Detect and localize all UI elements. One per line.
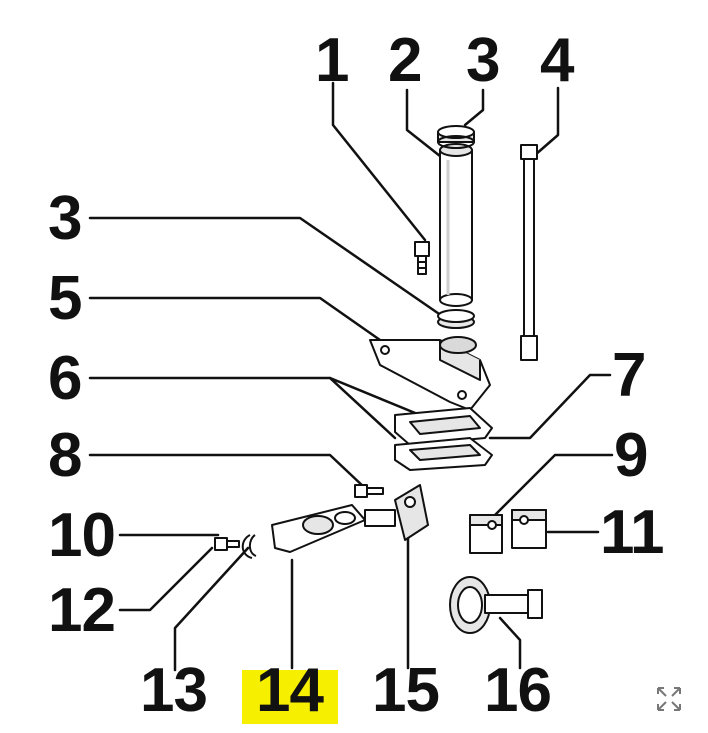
callout-1: 1 bbox=[315, 26, 349, 95]
leader-line-4 bbox=[533, 86, 560, 157]
callout-7: 7 bbox=[612, 341, 646, 410]
part-5-bracket bbox=[369, 336, 491, 411]
callout-4: 4 bbox=[540, 26, 574, 95]
callout-16: 16 bbox=[484, 656, 552, 725]
leader-line-12 bbox=[118, 546, 214, 612]
callout-12: 12 bbox=[48, 576, 116, 645]
leader-line-13 bbox=[173, 546, 250, 672]
leader-line-16 bbox=[498, 616, 522, 670]
leader-line-8 bbox=[88, 453, 367, 490]
part-11-block bbox=[511, 509, 547, 549]
label-14-highlight bbox=[242, 670, 338, 724]
part-4-rod bbox=[520, 144, 538, 361]
callout-15: 15 bbox=[372, 656, 440, 725]
callout-11: 11 bbox=[600, 498, 665, 567]
part-8-bolt bbox=[354, 484, 384, 498]
part-9-block bbox=[469, 514, 503, 554]
part-13-clip bbox=[241, 534, 257, 559]
callout-3-top: 3 bbox=[466, 26, 500, 95]
leader-line-2 bbox=[405, 88, 447, 162]
part-1-screw bbox=[414, 241, 430, 275]
part-3-seal-top bbox=[437, 125, 475, 149]
part-6-gaskets bbox=[394, 407, 493, 471]
callout-10: 10 bbox=[48, 501, 116, 570]
leader-line-5 bbox=[88, 296, 382, 342]
callout-13: 13 bbox=[140, 656, 208, 725]
callout-6: 6 bbox=[48, 344, 82, 413]
part-14-lever bbox=[271, 504, 366, 553]
callout-8: 8 bbox=[48, 421, 82, 490]
callout-9: 9 bbox=[614, 421, 648, 490]
part-15-shaft bbox=[364, 484, 429, 541]
leader-line-7 bbox=[488, 373, 612, 440]
leader-line-9 bbox=[493, 453, 614, 517]
callout-14: 14 bbox=[256, 656, 324, 725]
callout-5: 5 bbox=[48, 264, 82, 333]
callout-3-mid: 3 bbox=[48, 184, 82, 253]
leader-line-3-top bbox=[463, 88, 485, 127]
leader-line-1 bbox=[331, 81, 427, 242]
leader-line-3-mid bbox=[88, 216, 447, 320]
part-10-screw bbox=[214, 537, 240, 551]
part-3-seal-mid bbox=[437, 309, 475, 329]
expand-button[interactable] bbox=[654, 684, 684, 714]
expand-arrows-icon bbox=[657, 687, 681, 711]
part-2-tube bbox=[439, 143, 473, 307]
callout-2: 2 bbox=[388, 26, 422, 95]
part-16-gear-shaft bbox=[449, 576, 543, 634]
leader-line-6b bbox=[328, 376, 422, 417]
